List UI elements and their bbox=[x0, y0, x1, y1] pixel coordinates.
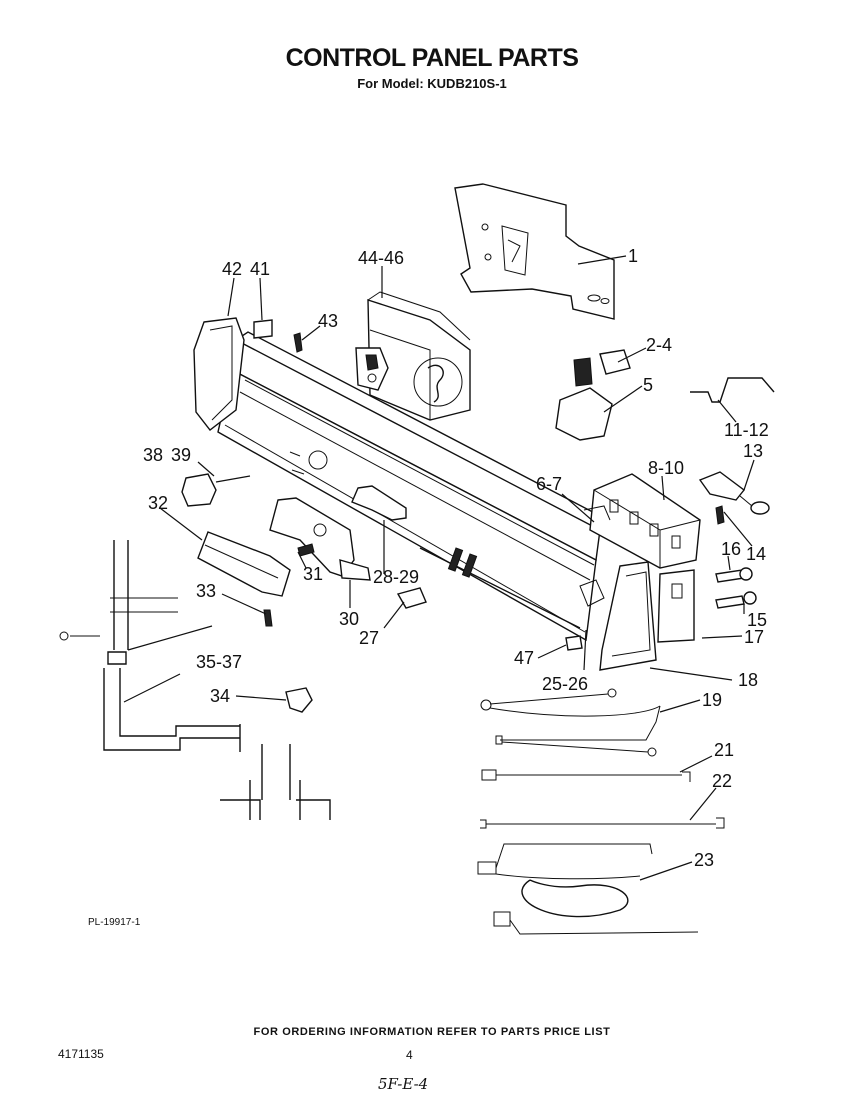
screw-43 bbox=[293, 332, 303, 353]
callout-14: 14 bbox=[746, 544, 766, 564]
callout-2-4: 2-4 bbox=[646, 335, 672, 355]
screw-33 bbox=[263, 609, 273, 627]
callout-35-37: 35-37 bbox=[196, 652, 242, 672]
callout-19: 19 bbox=[702, 690, 722, 710]
rear-cover-plate bbox=[454, 183, 615, 320]
callout-41: 41 bbox=[250, 259, 270, 279]
callout-15: 15 bbox=[747, 610, 767, 630]
block-47 bbox=[565, 635, 583, 651]
callout-21: 21 bbox=[714, 740, 734, 760]
callout-25-26: 25-26 bbox=[542, 674, 588, 694]
small-brackets bbox=[579, 505, 611, 607]
callout-13: 13 bbox=[743, 441, 763, 461]
callout-23: 23 bbox=[694, 850, 714, 870]
callout-39: 39 bbox=[171, 445, 191, 465]
handle-32 bbox=[197, 531, 291, 597]
callout-32: 32 bbox=[148, 493, 168, 513]
callout-31: 31 bbox=[303, 564, 323, 584]
switch-lever bbox=[351, 485, 407, 521]
harness-19 bbox=[480, 688, 661, 757]
relay-board bbox=[589, 473, 701, 569]
callout-42: 42 bbox=[222, 259, 242, 279]
callout-17: 17 bbox=[744, 627, 764, 647]
harness-22 bbox=[480, 817, 725, 829]
knob-38 bbox=[181, 473, 217, 507]
switch-assembly bbox=[555, 349, 631, 441]
plate-number: PL-19917-1 bbox=[88, 917, 141, 928]
callout-5: 5 bbox=[643, 375, 653, 395]
page-title: CONTROL PANEL PARTS bbox=[285, 44, 579, 72]
callout-38: 38 bbox=[143, 445, 163, 465]
wire-clip bbox=[690, 377, 775, 403]
left-end-cap bbox=[193, 317, 273, 431]
callout-11-12: 11-12 bbox=[724, 420, 769, 440]
callout-8-10: 8-10 bbox=[648, 458, 684, 478]
callout-43: 43 bbox=[318, 311, 338, 331]
hose-assembly bbox=[59, 540, 331, 820]
ordering-note: FOR ORDERING INFORMATION REFER TO PARTS … bbox=[253, 1026, 611, 1038]
side-bracket bbox=[599, 561, 695, 671]
thermostat-13 bbox=[698, 471, 770, 525]
harness-23 bbox=[477, 843, 699, 935]
harness-21 bbox=[481, 769, 691, 782]
clip-34 bbox=[285, 687, 313, 713]
callout-33: 33 bbox=[196, 581, 216, 601]
callout-16: 16 bbox=[721, 539, 741, 559]
callout-30: 30 bbox=[339, 609, 359, 629]
latch-bracket bbox=[269, 497, 371, 581]
handwritten-code: 5F-E-4 bbox=[378, 1075, 429, 1093]
timer-module bbox=[355, 291, 471, 421]
callout-18: 18 bbox=[738, 670, 758, 690]
callout-22: 22 bbox=[712, 771, 732, 791]
screws-15-16 bbox=[715, 567, 757, 609]
callout-34: 34 bbox=[210, 686, 230, 706]
callout-44-46: 44-46 bbox=[358, 248, 404, 268]
callout-6-7: 6-7 bbox=[536, 474, 562, 494]
callout-28-29: 28-29 bbox=[373, 567, 419, 587]
leader-lines bbox=[123, 255, 755, 881]
callout-47: 47 bbox=[514, 648, 534, 668]
document-number: 4171135 bbox=[58, 1047, 104, 1061]
model-subtitle: For Model: KUDB210S-1 bbox=[357, 76, 507, 91]
callout-27: 27 bbox=[359, 628, 379, 648]
callout-1: 1 bbox=[628, 246, 638, 266]
page-number: 4 bbox=[406, 1048, 413, 1062]
